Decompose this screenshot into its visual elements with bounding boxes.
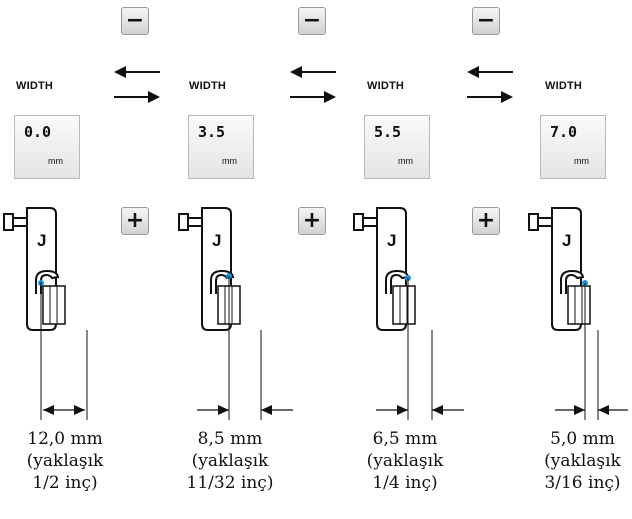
approx-label: (yaklaşık (191, 451, 269, 471)
width-decrease-button[interactable]: − (472, 7, 500, 35)
approx-label: (yaklaşık (26, 451, 104, 471)
minus-icon: − (302, 8, 322, 33)
plus-icon: + (125, 208, 145, 233)
width-label: WIDTH (545, 80, 583, 92)
width-value-display: 7.0 mm (540, 115, 606, 179)
width-unit: mm (222, 156, 237, 166)
measurement-label: 5,0 mm (yaklaşık 3/16 inç) (535, 428, 630, 494)
arrows-icon (467, 66, 513, 103)
arrows-icon (114, 66, 160, 103)
width-label: WIDTH (189, 80, 227, 92)
width-increase-button[interactable]: + (298, 207, 326, 235)
distance-mm: 12,0 mm (27, 429, 103, 449)
distance-inch: 11/32 inç) (186, 473, 274, 493)
width-value: 7.0 (550, 123, 578, 141)
distance-inch: 1/2 inç) (32, 473, 98, 493)
width-unit: mm (48, 156, 63, 166)
plus-icon: + (476, 208, 496, 233)
measurement-label: 6,5 mm (yaklaşık 1/4 inç) (355, 428, 455, 494)
distance-mm: 8,5 mm (197, 429, 263, 449)
width-value-display: 0.0 mm (14, 115, 80, 179)
distance-inch: 3/16 inç) (544, 473, 621, 493)
measurement-label: 8,5 mm (yaklaşık 11/32 inç) (180, 428, 280, 494)
approx-label: (yaklaşık (544, 451, 621, 471)
width-value: 5.5 (374, 123, 402, 141)
distance-mm: 5,0 mm (550, 429, 615, 449)
width-value-display: 5.5 mm (364, 115, 430, 179)
distance-inch: 1/4 inç) (372, 473, 438, 493)
presser-foot-diagram: J (3, 207, 88, 420)
minus-icon: − (125, 8, 145, 33)
approx-label: (yaklaşık (366, 451, 444, 471)
arrows-icon (290, 66, 336, 103)
foot-letter: J (212, 231, 221, 250)
width-increase-button[interactable]: + (121, 207, 149, 235)
distance-mm: 6,5 mm (372, 429, 438, 449)
minus-icon: − (476, 8, 496, 33)
width-value: 3.5 (198, 123, 226, 141)
width-label: WIDTH (367, 80, 405, 92)
presser-foot-diagram: J (528, 207, 628, 420)
width-increase-button[interactable]: + (472, 207, 500, 235)
foot-letter: J (37, 231, 46, 250)
presser-foot-diagram: J (353, 207, 464, 420)
foot-letter: J (387, 231, 396, 250)
width-decrease-button[interactable]: − (121, 7, 149, 35)
plus-icon: + (302, 208, 322, 233)
measurement-label: 12,0 mm (yaklaşık 1/2 inç) (15, 428, 115, 494)
width-value-display: 3.5 mm (188, 115, 254, 179)
width-value: 0.0 (24, 123, 52, 141)
width-label: WIDTH (16, 80, 54, 92)
width-unit: mm (574, 156, 589, 166)
foot-letter: J (562, 231, 571, 250)
presser-foot-diagram: J (178, 207, 293, 420)
width-decrease-button[interactable]: − (298, 7, 326, 35)
width-unit: mm (398, 156, 413, 166)
